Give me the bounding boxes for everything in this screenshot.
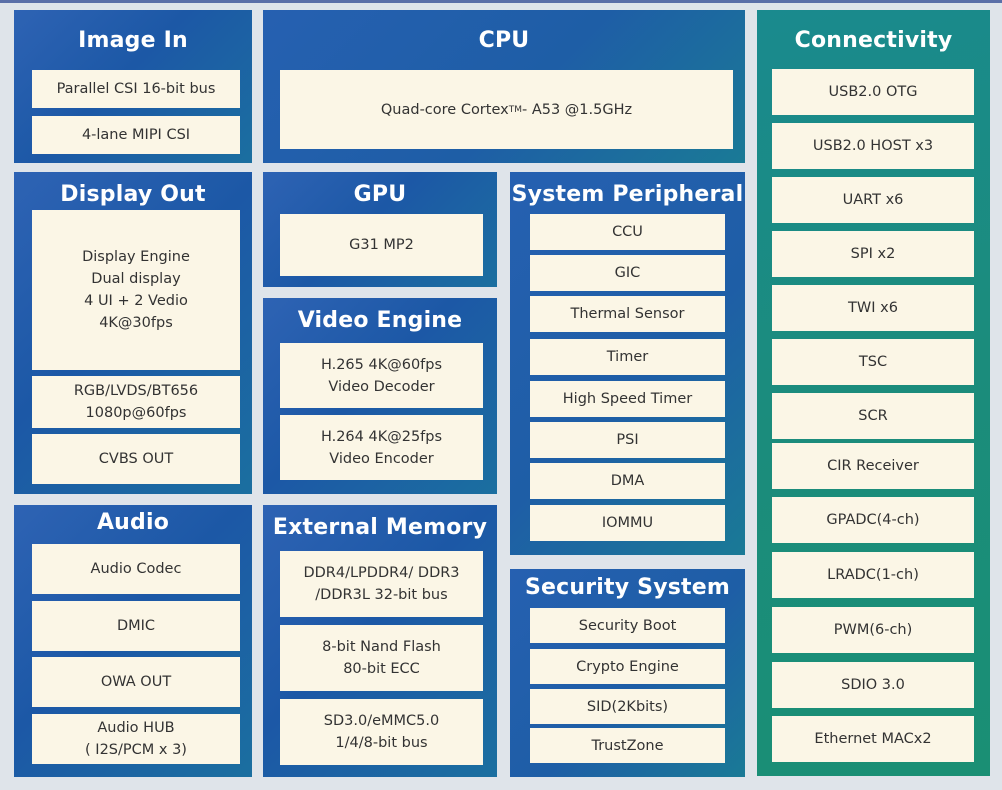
- security-system-title: Security System: [524, 575, 731, 600]
- audio-item-audio-codec: Audio Codec: [32, 544, 240, 594]
- connectivity-item-gpadc: GPADC(4-ch): [772, 497, 974, 543]
- gpu-title: GPU: [353, 182, 407, 207]
- security-system-item-crypto-engine: Crypto Engine: [530, 649, 725, 684]
- external-memory-item-nand-flash: 8-bit Nand Flash 80-bit ECC: [280, 625, 483, 691]
- connectivity-block: Connectivity USB2.0 OTG USB2.0 HOST x3 U…: [757, 10, 990, 776]
- top-border: [0, 0, 1002, 3]
- connectivity-item-lradc: LRADC(1-ch): [772, 552, 974, 598]
- connectivity-item-usb-host: USB2.0 HOST x3: [772, 123, 974, 169]
- audio-item-owa-out: OWA OUT: [32, 657, 240, 707]
- video-engine-block: Video Engine H.265 4K@60fps Video Decode…: [263, 298, 497, 494]
- display-out-item-display-engine: Display Engine Dual display 4 UI + 2 Ved…: [32, 210, 240, 370]
- system-peripheral-item-gic: GIC: [530, 255, 725, 291]
- connectivity-item-uart: UART x6: [772, 177, 974, 223]
- video-engine-item-h265-decoder: H.265 4K@60fps Video Decoder: [280, 343, 483, 408]
- external-memory-item-sd-emmc: SD3.0/eMMC5.0 1/4/8-bit bus: [280, 699, 483, 765]
- gpu-item-g31-mp2: G31 MP2: [280, 214, 483, 276]
- video-engine-item-h264-encoder: H.264 4K@25fps Video Encoder: [280, 415, 483, 480]
- system-peripheral-item-iommu: IOMMU: [530, 505, 725, 541]
- connectivity-title: Connectivity: [794, 28, 953, 53]
- connectivity-item-spi: SPI x2: [772, 231, 974, 277]
- video-engine-title: Video Engine: [297, 308, 463, 333]
- cpu-item-suffix: - A53 @1.5GHz: [521, 101, 633, 118]
- security-system-block: Security System Security Boot Crypto Eng…: [510, 569, 745, 777]
- connectivity-item-cir-receiver: CIR Receiver: [772, 443, 974, 489]
- connectivity-item-tsc: TSC: [772, 339, 974, 385]
- cpu-title: CPU: [478, 28, 530, 53]
- audio-title: Audio: [96, 510, 170, 535]
- image-in-block: Image In Parallel CSI 16-bit bus 4-lane …: [14, 10, 252, 163]
- connectivity-item-twi: TWI x6: [772, 285, 974, 331]
- system-peripheral-item-thermal-sensor: Thermal Sensor: [530, 296, 725, 332]
- gpu-block: GPU G31 MP2: [263, 172, 497, 287]
- image-in-item-mipi-csi: 4-lane MIPI CSI: [32, 116, 240, 154]
- security-system-item-security-boot: Security Boot: [530, 608, 725, 643]
- system-peripheral-item-high-speed-timer: High Speed Timer: [530, 381, 725, 417]
- cpu-item-prefix: Quad-core Cortex: [380, 101, 509, 118]
- display-out-item-cvbs-out: CVBS OUT: [32, 434, 240, 484]
- system-peripheral-item-dma: DMA: [530, 463, 725, 499]
- audio-item-audio-hub: Audio HUB ( I2S/PCM x 3): [32, 714, 240, 764]
- external-memory-item-ddr: DDR4/LPDDR4/ DDR3 /DDR3L 32-bit bus: [280, 551, 483, 617]
- display-out-title: Display Out: [60, 182, 206, 207]
- connectivity-item-scr: SCR: [772, 393, 974, 439]
- system-peripheral-block: System Peripheral CCU GIC Thermal Sensor…: [510, 172, 745, 555]
- audio-item-dmic: DMIC: [32, 601, 240, 651]
- connectivity-item-sdio: SDIO 3.0: [772, 662, 974, 708]
- display-out-item-rgb-lvds: RGB/LVDS/BT656 1080p@60fps: [32, 376, 240, 428]
- display-out-block: Display Out Display Engine Dual display …: [14, 172, 252, 494]
- external-memory-title: External Memory: [272, 515, 488, 540]
- image-in-title: Image In: [78, 28, 188, 53]
- system-peripheral-title: System Peripheral: [511, 182, 744, 207]
- connectivity-item-ethernet-mac: Ethernet MACx2: [772, 716, 974, 762]
- connectivity-item-usb-otg: USB2.0 OTG: [772, 69, 974, 115]
- image-in-item-parallel-csi: Parallel CSI 16-bit bus: [32, 70, 240, 108]
- security-system-item-sid: SID(2Kbits): [530, 689, 725, 724]
- external-memory-block: External Memory DDR4/LPDDR4/ DDR3 /DDR3L…: [263, 505, 497, 777]
- connectivity-item-pwm: PWM(6-ch): [772, 607, 974, 653]
- system-peripheral-item-psi: PSI: [530, 422, 725, 458]
- system-peripheral-item-timer: Timer: [530, 339, 725, 375]
- audio-block: Audio Audio Codec DMIC OWA OUT Audio HUB…: [14, 505, 252, 777]
- system-peripheral-item-ccu: CCU: [530, 214, 725, 250]
- security-system-item-trustzone: TrustZone: [530, 728, 725, 763]
